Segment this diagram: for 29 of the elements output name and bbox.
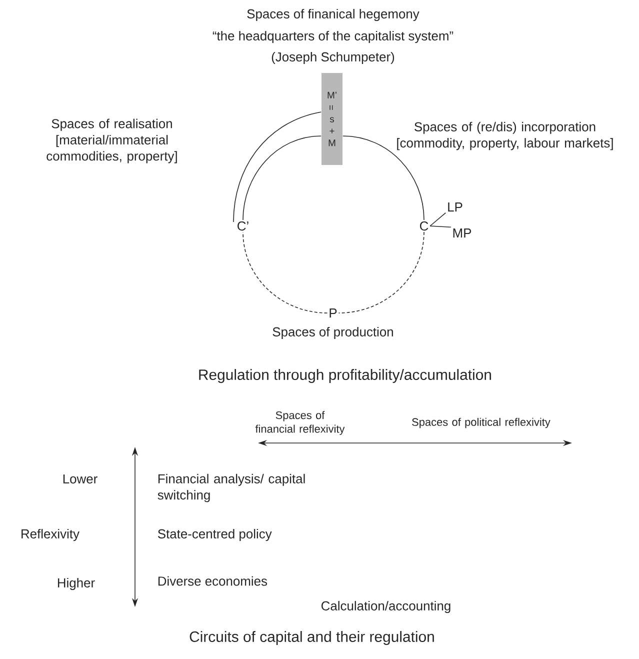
- text-label: Higher: [58, 578, 95, 590]
- text-label: Lower: [63, 474, 98, 484]
- circuit-line: [242, 136, 322, 220]
- text-label: Spaces of realisation [material/immaterial commodities, property]: [46, 118, 177, 164]
- circuit-line: [342, 136, 424, 220]
- text-label: Regulation through profitability/accumulation: [199, 369, 491, 383]
- text-label: Financial analysis/ capital switching: [158, 474, 305, 502]
- text-label: Spaces of financial reflexivity: [255, 411, 345, 435]
- circuit-label: MP: [453, 228, 472, 238]
- text-label: Spaces of production: [272, 326, 393, 340]
- text-label: “the headquarters of the capitalist system”: [212, 30, 454, 44]
- text-label: State-centred policy: [158, 528, 272, 542]
- circuit-line: [430, 212, 446, 226]
- text-label: Spaces of (re/dis) incorporation [commodity, property, labour markets]: [397, 122, 613, 150]
- circuit-label: P: [330, 308, 337, 318]
- circuit-line: [233, 112, 322, 222]
- circuit-line: [242, 232, 328, 314]
- text-label: Reflexivity: [22, 528, 80, 542]
- caption: Circuits of capital and their regulation: [190, 631, 434, 645]
- circuit-label: C: [420, 221, 428, 231]
- text-label: Diverse economies: [158, 576, 268, 586]
- circuit-label: C’: [238, 221, 248, 231]
- circuit-label: LP: [448, 202, 462, 212]
- text-label: Spaces of political reflexivity: [412, 418, 550, 428]
- money-box: M’ = s + M: [322, 73, 342, 165]
- circuit-line: [338, 232, 424, 314]
- text-label: Calculation/accounting: [322, 600, 450, 614]
- text-label: Spaces of finanical hegemony: [247, 8, 420, 22]
- circuit-line: [430, 226, 452, 228]
